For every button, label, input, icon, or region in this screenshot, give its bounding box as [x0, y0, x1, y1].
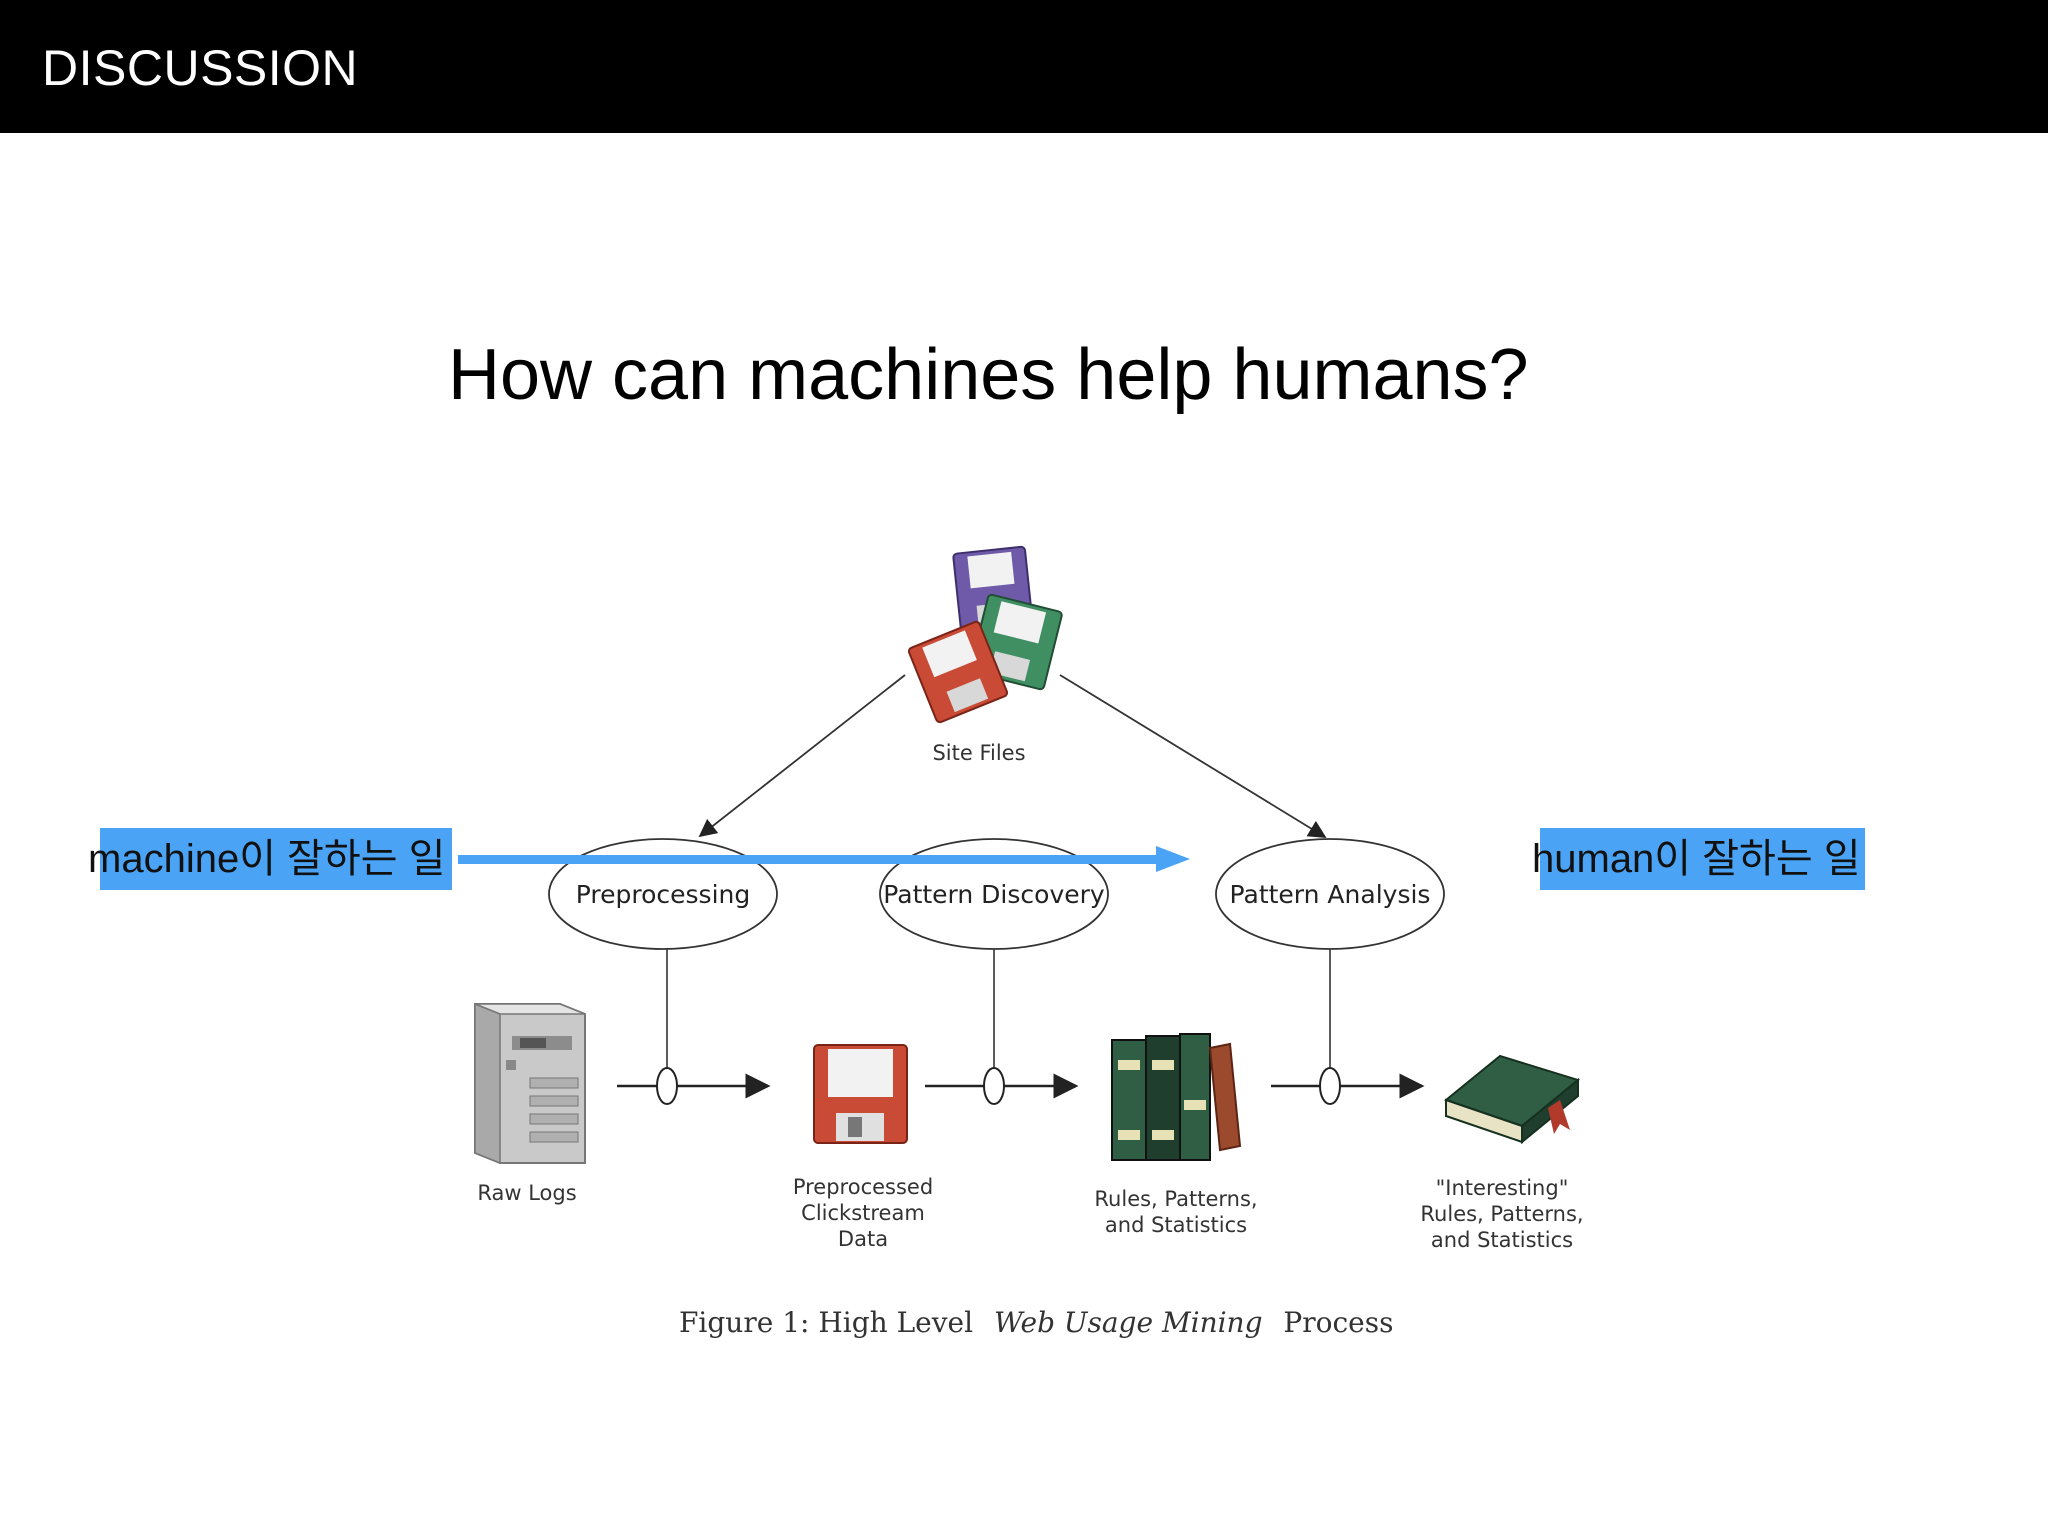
- rules-label-line1: Rules, Patterns,: [1094, 1187, 1257, 1211]
- flow-arrow-2: [925, 1067, 1079, 1105]
- human-annotation-text: human이 잘하는 일: [1532, 837, 1861, 881]
- page-title: How can machines help humans?: [448, 335, 1529, 415]
- machine-annotation-text: machine이 잘하는 일: [88, 837, 446, 881]
- books-icon: [1111, 1033, 1242, 1161]
- human-annotation: human이 잘하는 일: [1532, 828, 1865, 890]
- node-pattern-discovery: Pattern Discovery: [879, 838, 1109, 950]
- interesting-label-line3: and Statistics: [1431, 1228, 1573, 1252]
- machine-to-human-arrow: [458, 846, 1190, 872]
- arrow-sitefiles-to-preprocessing: [698, 674, 906, 838]
- floppy-disk-icon: [813, 1044, 908, 1144]
- site-files-icon: [907, 545, 1063, 724]
- header-title: DISCUSSION: [42, 40, 359, 96]
- preprocessed-label-line3: Data: [838, 1227, 888, 1251]
- node-preprocessing-label: Preprocessing: [576, 880, 750, 909]
- figure-caption: Figure 1: High Level Web Usage Mining Pr…: [679, 1306, 1394, 1339]
- interesting-label-line2: Rules, Patterns,: [1420, 1202, 1583, 1226]
- node-pattern-analysis: Pattern Analysis: [1215, 838, 1445, 950]
- arrow-sitefiles-to-pattern-analysis: [1059, 674, 1327, 838]
- preprocessed-label-line1: Preprocessed: [793, 1175, 933, 1199]
- caption-prefix: Figure 1: High Level: [679, 1306, 973, 1339]
- rules-label-line2: and Statistics: [1105, 1213, 1247, 1237]
- caption-suffix: Process: [1283, 1306, 1393, 1339]
- preprocessed-label-line2: Clickstream: [801, 1201, 925, 1225]
- machine-annotation: machine이 잘하는 일: [88, 828, 452, 890]
- site-files-label: Site Files: [932, 741, 1025, 765]
- header-bar: DISCUSSION: [0, 0, 2048, 133]
- interesting-label-line1: "Interesting": [1436, 1176, 1569, 1200]
- raw-logs-label: Raw Logs: [477, 1181, 576, 1205]
- flow-arrow-3: [1271, 1067, 1425, 1105]
- caption-italic: Web Usage Mining: [994, 1306, 1263, 1339]
- node-pattern-discovery-label: Pattern Discovery: [883, 880, 1105, 909]
- node-preprocessing: Preprocessing: [548, 838, 778, 950]
- book-icon: [1443, 1054, 1581, 1145]
- server-icon: [474, 1002, 586, 1165]
- flow-arrow-1: [617, 1067, 771, 1105]
- node-pattern-analysis-label: Pattern Analysis: [1230, 880, 1431, 909]
